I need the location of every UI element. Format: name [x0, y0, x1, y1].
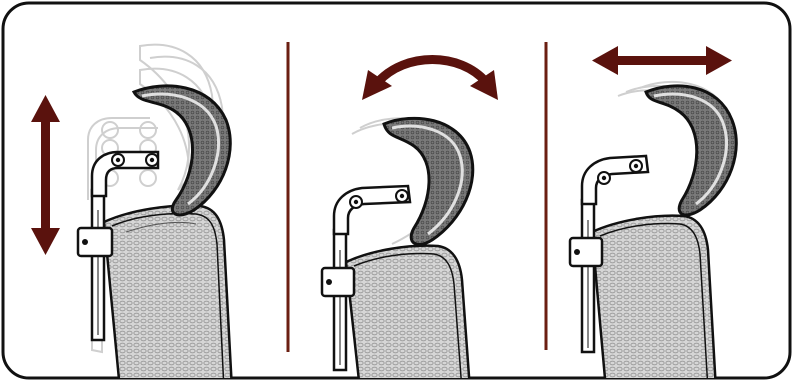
- chair-back-mesh: [104, 206, 232, 381]
- chair-back-mesh: [346, 246, 470, 381]
